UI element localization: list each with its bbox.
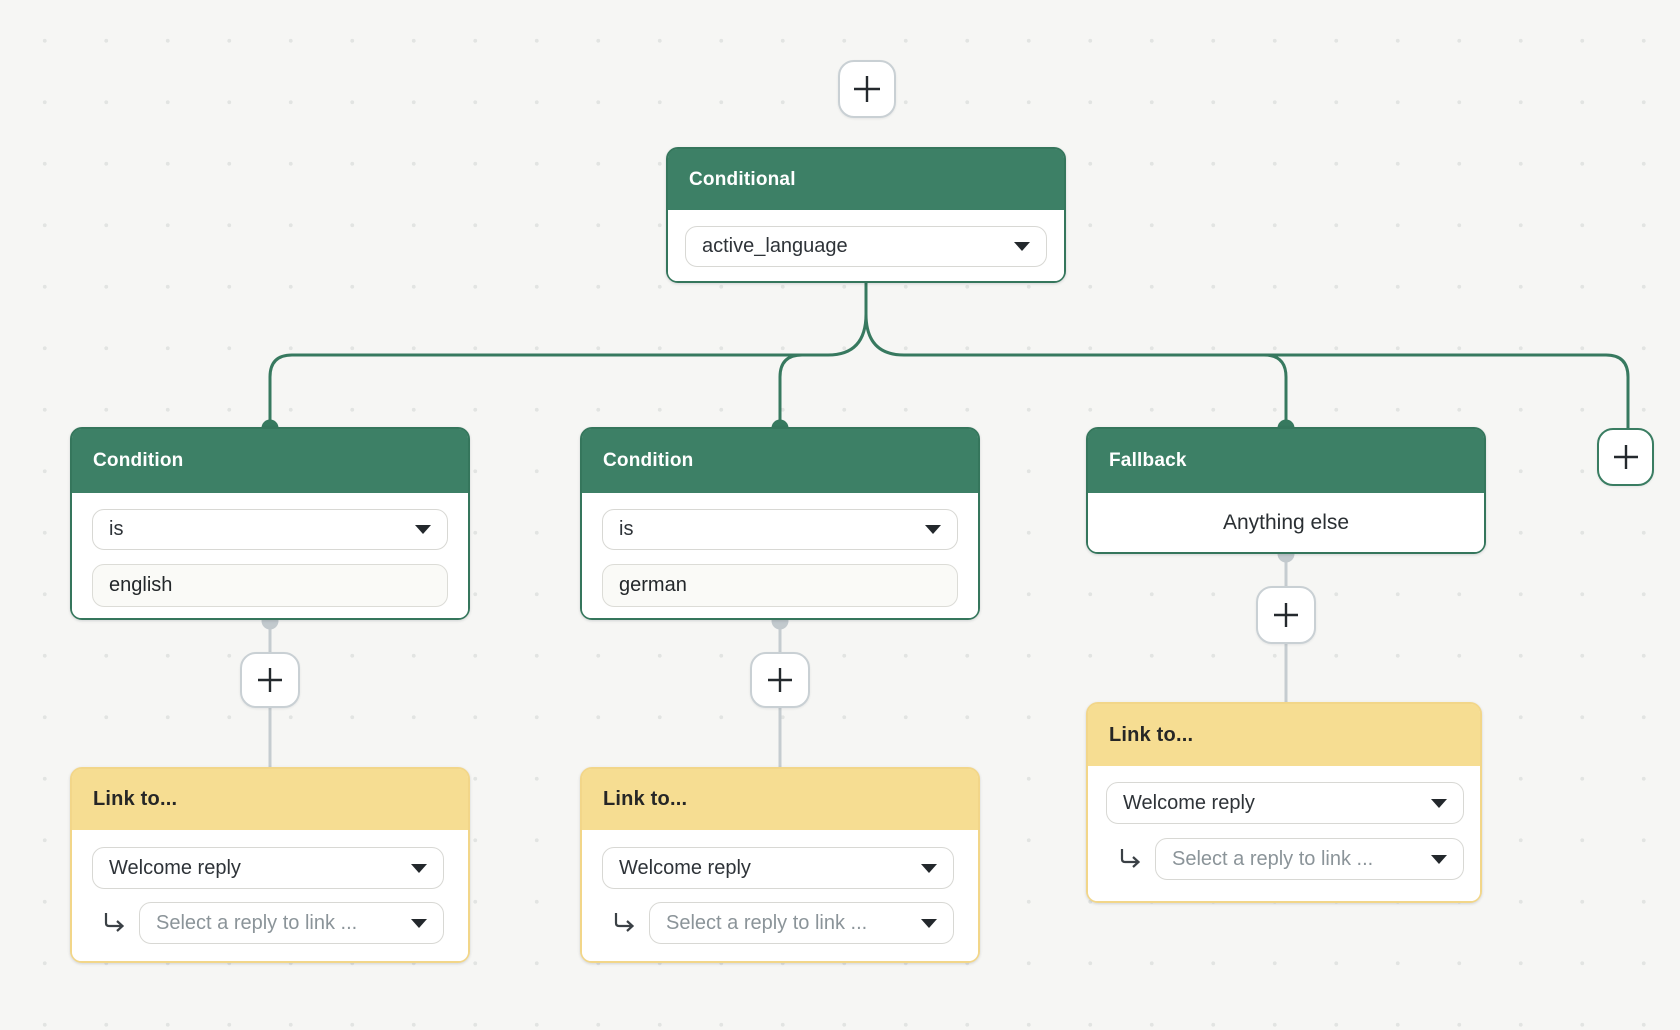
node-link-to-fallback-title: Link to... (1088, 704, 1480, 766)
condition-german-value-input[interactable] (602, 564, 958, 607)
caret-down-icon (921, 918, 937, 928)
node-conditional-title: Conditional (668, 149, 1064, 210)
node-condition-english-title: Condition (72, 429, 468, 493)
fallback-anything-else-label: Anything else (1222, 510, 1350, 534)
node-fallback-title: Fallback (1088, 429, 1484, 493)
condition-german-operator-select[interactable]: is (602, 509, 958, 550)
node-condition-english[interactable]: Condition is (70, 427, 470, 620)
node-link-to-german[interactable]: Link to... Welcome reply Select a reply … (580, 767, 980, 963)
caret-down-icon (411, 863, 427, 873)
plus-icon (768, 668, 792, 692)
node-condition-german-title: Condition (582, 429, 978, 493)
link-fallback-reply-select[interactable]: Welcome reply (1106, 782, 1464, 824)
link-english-sub-reply-placeholder: Select a reply to link ... (156, 911, 358, 934)
node-link-to-english-title: Link to... (72, 769, 468, 830)
link-fallback-sub-reply-placeholder: Select a reply to link ... (1172, 847, 1374, 870)
condition-english-value-input[interactable] (92, 564, 448, 607)
caret-down-icon (411, 918, 427, 928)
caret-down-icon (1431, 798, 1447, 808)
node-fallback[interactable]: Fallback Anything else (1086, 427, 1486, 554)
condition-english-operator-select[interactable]: is (92, 509, 448, 550)
condition-english-operator-value: is (109, 518, 124, 540)
caret-down-icon (921, 863, 937, 873)
caret-down-icon (415, 525, 431, 534)
link-german-reply-value: Welcome reply (619, 856, 751, 879)
plus-icon (258, 668, 282, 692)
add-branch-button[interactable] (1597, 428, 1654, 486)
add-node-button-top[interactable] (838, 60, 896, 118)
add-node-button-after-fallback[interactable] (1256, 586, 1316, 644)
link-english-sub-reply-select[interactable]: Select a reply to link ... (139, 902, 444, 944)
caret-down-icon (925, 525, 941, 534)
conditional-variable-select[interactable]: active_language (685, 226, 1047, 267)
plus-icon (1613, 445, 1638, 469)
link-english-reply-value: Welcome reply (109, 856, 241, 879)
link-german-sub-reply-placeholder: Select a reply to link ... (666, 911, 868, 934)
node-condition-german[interactable]: Condition is (580, 427, 980, 620)
reply-link-arrow-icon (104, 912, 124, 932)
reply-link-arrow-icon (614, 912, 634, 932)
node-link-to-fallback[interactable]: Link to... Welcome reply Select a reply … (1086, 702, 1482, 903)
node-condition-english-body: is (72, 493, 468, 618)
reply-link-arrow-icon (1120, 848, 1140, 868)
node-link-to-fallback-body: Welcome reply Select a reply to link ... (1088, 766, 1480, 901)
node-link-to-english-body: Welcome reply Select a reply to link ... (72, 830, 468, 961)
node-link-to-german-title: Link to... (582, 769, 978, 830)
caret-down-icon (1014, 242, 1030, 251)
condition-german-operator-value: is (619, 518, 634, 540)
add-node-button-after-condition-english[interactable] (240, 652, 300, 708)
plus-icon (854, 76, 880, 102)
link-fallback-reply-value: Welcome reply (1123, 791, 1255, 814)
link-german-reply-select[interactable]: Welcome reply (602, 847, 954, 889)
node-conditional[interactable]: Conditional active_language (666, 147, 1066, 283)
node-link-to-english[interactable]: Link to... Welcome reply Select a reply … (70, 767, 470, 963)
add-node-button-after-condition-german[interactable] (750, 652, 810, 708)
link-fallback-sub-reply-select[interactable]: Select a reply to link ... (1155, 838, 1464, 880)
node-conditional-body: active_language (668, 210, 1064, 281)
node-condition-german-body: is (582, 493, 978, 618)
link-german-sub-reply-select[interactable]: Select a reply to link ... (649, 902, 954, 944)
node-link-to-german-body: Welcome reply Select a reply to link ... (582, 830, 978, 961)
link-english-reply-select[interactable]: Welcome reply (92, 847, 444, 889)
conditional-variable-value: active_language (702, 235, 848, 257)
caret-down-icon (1431, 854, 1447, 864)
plus-icon (1274, 603, 1298, 627)
